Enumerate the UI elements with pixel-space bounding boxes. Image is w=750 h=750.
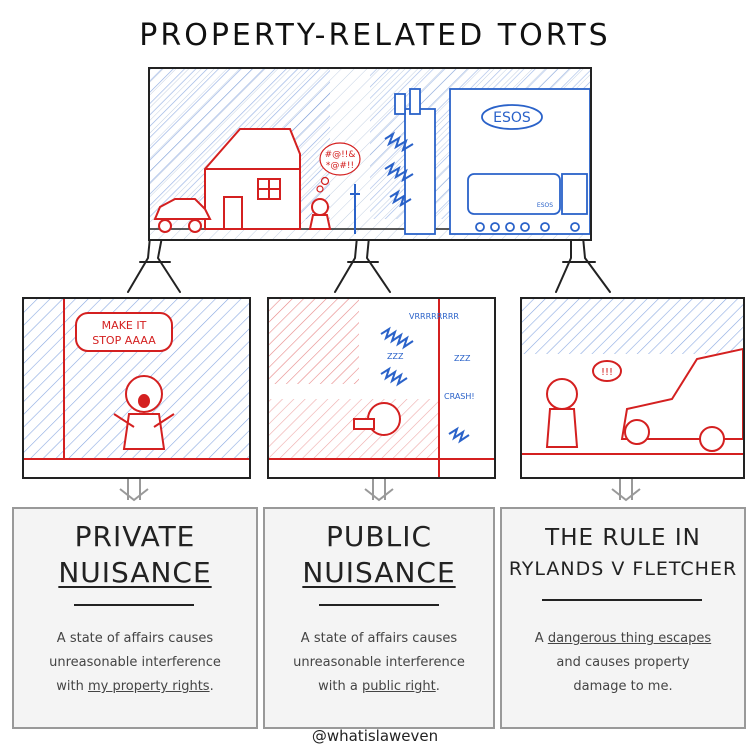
public-nuisance-panel: VRRRRRRRR ZZZ ZZZ CRASH! — [267, 297, 496, 479]
card-description: A state of affairs causes unreasonable i… — [293, 631, 465, 694]
truck-logo-text: ESOS — [537, 202, 553, 209]
neighbor-figure — [350, 184, 360, 234]
card-title-line2: RYLANDS V FLETCHER — [508, 558, 738, 580]
bubble-text-1: MAKE IT — [102, 319, 147, 332]
sleepless-person — [353, 402, 401, 436]
exclaim-text: !!! — [601, 367, 613, 378]
public-nuisance-illustration: VRRRRRRRR ZZZ ZZZ CRASH! — [269, 299, 494, 477]
private-nuisance-panel: MAKE IT STOP AAAA — [22, 297, 251, 479]
private-nuisance-illustration: MAKE IT STOP AAAA — [24, 299, 249, 460]
rylands-card: THE RULE IN RYLANDS V FLETCHER A dangero… — [500, 507, 746, 729]
card-rule — [542, 599, 702, 601]
public-nuisance-card: PUBLIC NUISANCE A state of affairs cause… — [263, 507, 495, 729]
card-title-line2: NUISANCE — [302, 556, 456, 589]
private-nuisance-card: PRIVATE NUISANCE A state of affairs caus… — [12, 507, 258, 729]
card-title-line1: THE RULE IN — [545, 525, 701, 551]
upset-person — [308, 198, 332, 230]
swear-text-1: #@!!& — [325, 150, 356, 160]
sound-text-4: CRASH! — [444, 392, 475, 401]
card-rule — [74, 604, 194, 606]
car-drawing — [153, 198, 212, 233]
screaming-person — [113, 375, 175, 450]
noise-squiggles — [384, 131, 414, 208]
rylands-illustration: !!! — [522, 299, 743, 455]
top-scene-illustration: #@!!& *@#!! ESOS ESOS — [150, 69, 590, 239]
bubble-text-2: STOP AAAA — [92, 334, 156, 347]
card-description: A dangerous thing escapes and causes pro… — [534, 631, 712, 694]
damaged-car — [620, 347, 743, 452]
factory-sign-text: ESOS — [493, 110, 531, 126]
card-title-line2: NUISANCE — [58, 556, 212, 589]
author-handle: @whatislaweven — [311, 727, 439, 745]
sound-text-1: VRRRRRRRR — [409, 312, 459, 321]
page-title: PROPERTY-RELATED TORTS — [139, 18, 611, 53]
swear-text-2: *@#!! — [326, 161, 354, 171]
card-title-line1: PRIVATE — [74, 520, 196, 553]
sound-text-3: ZZZ — [454, 354, 471, 363]
card-rule — [319, 604, 439, 606]
shocked-person — [545, 378, 579, 448]
factory-drawing — [394, 88, 590, 235]
card-title-line1: PUBLIC — [326, 520, 432, 553]
rylands-panel: !!! — [520, 297, 745, 479]
noise-squiggles — [380, 326, 470, 444]
top-scene-panel: #@!!& *@#!! ESOS ESOS — [148, 67, 592, 241]
sound-text-2: ZZZ — [387, 352, 404, 361]
house-drawing — [204, 128, 301, 230]
card-description: A state of affairs causes unreasonable i… — [49, 631, 221, 694]
